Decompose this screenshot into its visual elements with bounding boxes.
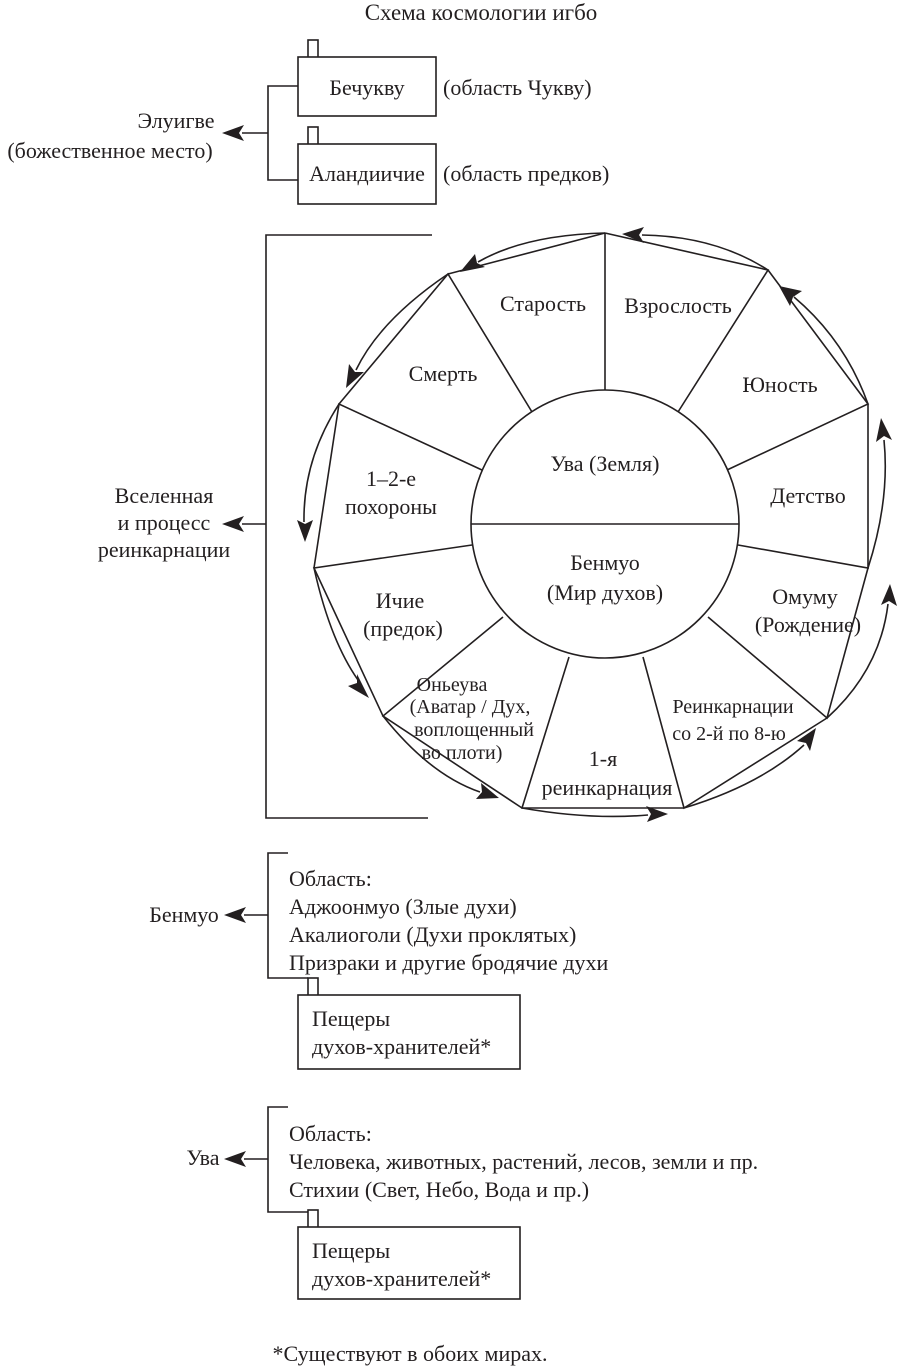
- cycle-arrowhead-reinkarnatsii: [797, 728, 816, 751]
- benmuo-section-label: Бенмуо: [149, 902, 219, 927]
- benmuo-section: Бенмуо Область: Аджоонмуо (Злые духи) Ак…: [149, 852, 608, 1070]
- uva-caves-box-tab: [307, 1209, 319, 1229]
- bechukwu-label: Бечукву: [329, 75, 404, 100]
- benmuo-caves-box: [297, 994, 521, 1070]
- benmuo-line-2: Аджоонмуо (Злые духи): [289, 894, 517, 919]
- segment-onyeuva-line-4: во плоти): [422, 742, 503, 764]
- segment-pokhorony-label: 1–2-е: [366, 466, 416, 491]
- cycle-arc-ichie: [313, 567, 359, 681]
- segment-smert-label: Смерть: [409, 361, 478, 386]
- universe-bracket: [265, 234, 432, 819]
- cycle-arc-yunost: [793, 296, 869, 405]
- cycle-arrowhead-detstvo: [876, 418, 892, 442]
- universe-label-line-2: и процесс: [118, 510, 211, 535]
- diagram-title: Схема космологии игбо: [365, 0, 598, 25]
- uva-caves-line-1: Пещеры: [312, 1238, 390, 1263]
- bechukwu-box-tab: [307, 39, 319, 59]
- segment-reinkarnatsii-label: Реинкарнации: [672, 696, 793, 718]
- bechukwu-note: (область Чукву): [443, 75, 592, 100]
- alandiichie-label: Аландиичие: [309, 161, 425, 186]
- reincarnation-wheel: Ува (Земля) Бенмуо (Мир духов) Взрослост…: [297, 227, 897, 822]
- cycle-arc-reinkarnatsii: [683, 744, 805, 809]
- benmuo-caves-line-2: духов-хранителей*: [312, 1034, 491, 1059]
- benmuo-caves-box-tab: [307, 977, 319, 997]
- eluigwe-section: Элуигве (божественное место) Бечукву (об…: [7, 39, 609, 205]
- eluigwe-bracket: [267, 85, 298, 181]
- universe-label-line-1: Вселенная: [115, 483, 214, 508]
- segment-starost-label: Старость: [500, 291, 586, 316]
- universe-bracket-group: Вселенная и процесс реинкарнации: [98, 234, 432, 819]
- uva-arrowhead: [224, 1151, 246, 1167]
- alandiichie-note: (область предков): [443, 161, 609, 186]
- eluigwe-arrowhead: [222, 125, 244, 141]
- bechukwu-box: [297, 56, 437, 117]
- segment-vzroslost-label: Взрослость: [624, 293, 732, 318]
- segment-onyeuva-line-3: воплощенный: [414, 719, 534, 741]
- universe-arrowhead: [222, 516, 244, 532]
- segment-ichie-label: Ичие: [376, 588, 425, 613]
- cycle-arc-omumu: [826, 603, 889, 719]
- uva-caves-box: [297, 1226, 521, 1300]
- segment-pervaya-label: 1-я: [589, 746, 617, 771]
- cycle-arc-starost: [477, 232, 606, 263]
- eluigwe-sublabel: (божественное место): [7, 138, 212, 163]
- segment-omumu-label: Омуму: [772, 584, 837, 609]
- segment-onyeuva-line-2: (Аватар / Дух,: [410, 696, 531, 718]
- footnote: *Существуют в обоих мирах.: [273, 1341, 548, 1366]
- cycle-arc-detstvo: [867, 439, 887, 569]
- benmuo-arrowhead: [224, 907, 246, 923]
- cycle-arrowhead-ichie: [348, 674, 369, 698]
- cycle-arrowhead-onyeuva: [476, 783, 499, 799]
- segment-yunost-label: Юность: [742, 372, 817, 397]
- benmuo-line-3: Акалиоголи (Духи проклятых): [289, 922, 576, 947]
- universe-label-line-3: реинкарнации: [98, 537, 231, 562]
- cycle-arrowhead-yunost: [779, 286, 802, 306]
- center-benmuo-label: Бенмуо: [570, 550, 640, 575]
- uva-line-2: Человека, животных, растений, лесов, зем…: [289, 1149, 758, 1174]
- uva-line-3: Стихии (Свет, Небо, Вода и пр.): [289, 1177, 589, 1202]
- uva-section: Ува Область: Человека, животных, растени…: [187, 1106, 758, 1300]
- cycle-arc-onyeuva: [382, 715, 481, 793]
- cycle-arrowhead-vzroslost: [622, 227, 644, 243]
- cycle-arrowhead-smert: [346, 364, 364, 388]
- uva-line-1: Область:: [289, 1121, 372, 1146]
- segment-omumu-sublabel: (Рождение): [755, 612, 861, 637]
- cycle-arc-pervaya: [521, 807, 649, 818]
- segment-pervaya-sublabel: реинкарнация: [542, 775, 673, 800]
- uva-section-label: Ува: [187, 1145, 220, 1170]
- segment-onyeuva-label: Оньеува: [417, 674, 488, 696]
- benmuo-line-4: Призраки и другие бродячие духи: [289, 950, 608, 975]
- cycle-arrowhead-starost: [460, 254, 485, 272]
- cycle-arc-pokhorony: [303, 403, 340, 523]
- center-uva-label: Ува (Земля): [551, 451, 660, 476]
- benmuo-line-1: Область:: [289, 866, 372, 891]
- cycle-arc-vzroslost: [641, 234, 769, 271]
- alandiichie-box: [297, 143, 437, 205]
- cycle-arrowhead-pokhorony: [297, 520, 313, 542]
- segment-detstvo-label: Детство: [770, 483, 846, 508]
- uva-caves-line-2: духов-хранителей*: [312, 1266, 491, 1291]
- eluigwe-label: Элуигве: [137, 108, 214, 133]
- alandiichie-box-tab: [307, 126, 319, 146]
- cycle-arrowhead-pervaya: [646, 806, 668, 822]
- segment-pokhorony-sublabel: похороны: [345, 494, 437, 519]
- benmuo-caves-line-1: Пещеры: [312, 1006, 390, 1031]
- center-benmuo-sublabel: (Мир духов): [547, 580, 663, 605]
- segment-reinkarnatsii-sublabel: со 2-й по 8-ю: [672, 723, 786, 745]
- segment-ichie-sublabel: (предок): [363, 616, 443, 641]
- cycle-arrowhead-omumu: [881, 584, 897, 606]
- cycle-arc-smert: [355, 273, 449, 371]
